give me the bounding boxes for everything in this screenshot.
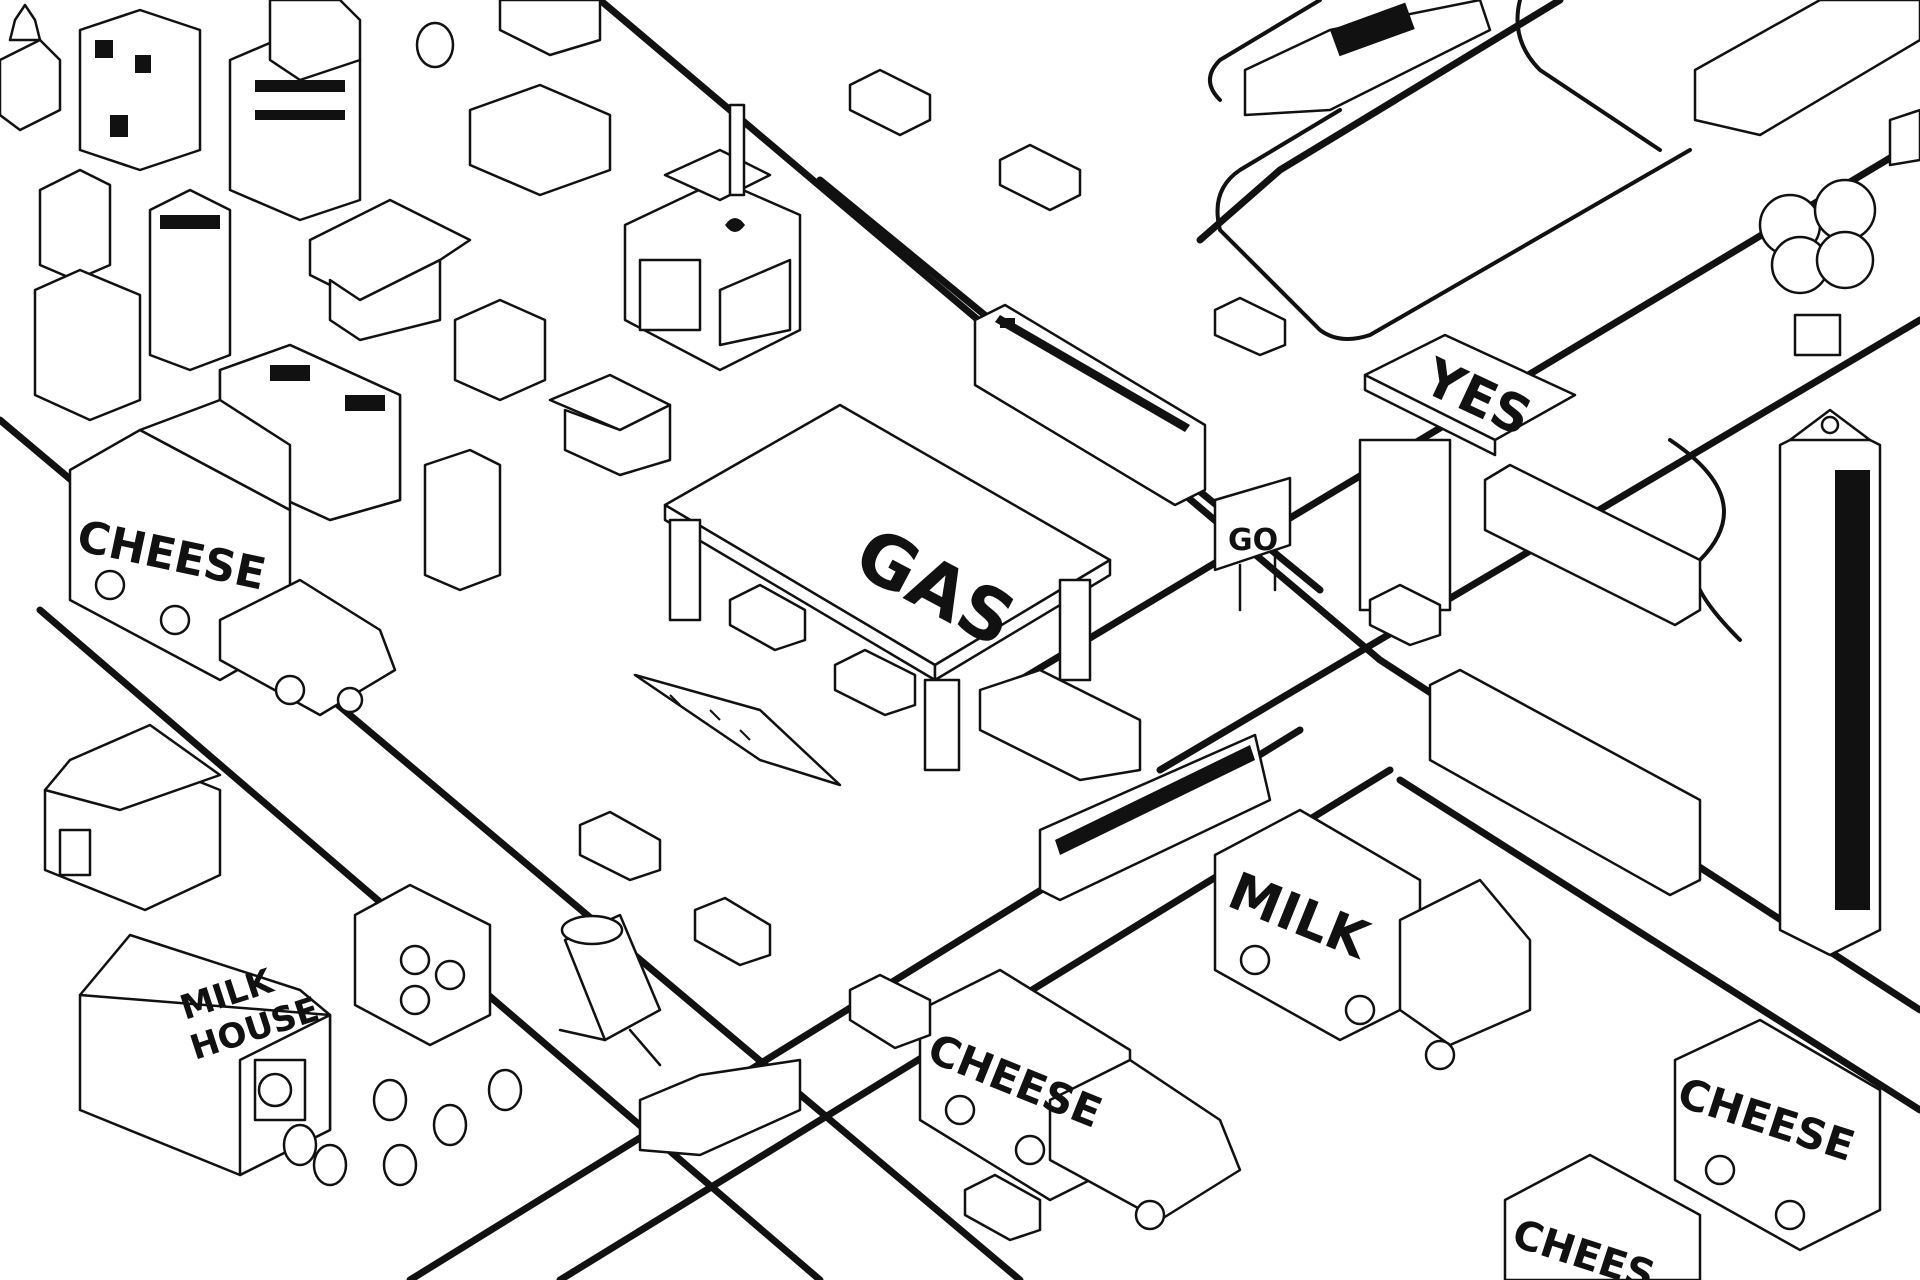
egg-characters [282,21,523,1187]
hot-air-balloon [1758,178,1877,357]
go-sign-label: GO [1228,523,1278,558]
milk-carton-factory [623,103,802,372]
cheese-truck-partial: CHEES [1503,1153,1702,1280]
tanker-trucks [638,0,1492,1157]
skyscraper [1778,408,1882,957]
decorative-marks [669,694,751,741]
yes-overpass: YES [1358,333,1577,612]
small-cars [578,68,1920,1242]
gas-station: GAS [633,403,1112,787]
book-shop [43,723,222,912]
go-sign: GO [1213,476,1292,612]
milk-truck: MILK [1213,808,1532,1071]
running-cup-character [558,913,662,1067]
cheese-truck-left: CHEESE [68,398,397,717]
milk-house: MILK HOUSE [78,933,332,1177]
cheese-truck-center: CHEESE [918,968,1242,1231]
cheese-truck-right: CHEESE [1672,1018,1882,1252]
vending-shop [353,883,492,1047]
buses-and-trains [973,0,1920,902]
